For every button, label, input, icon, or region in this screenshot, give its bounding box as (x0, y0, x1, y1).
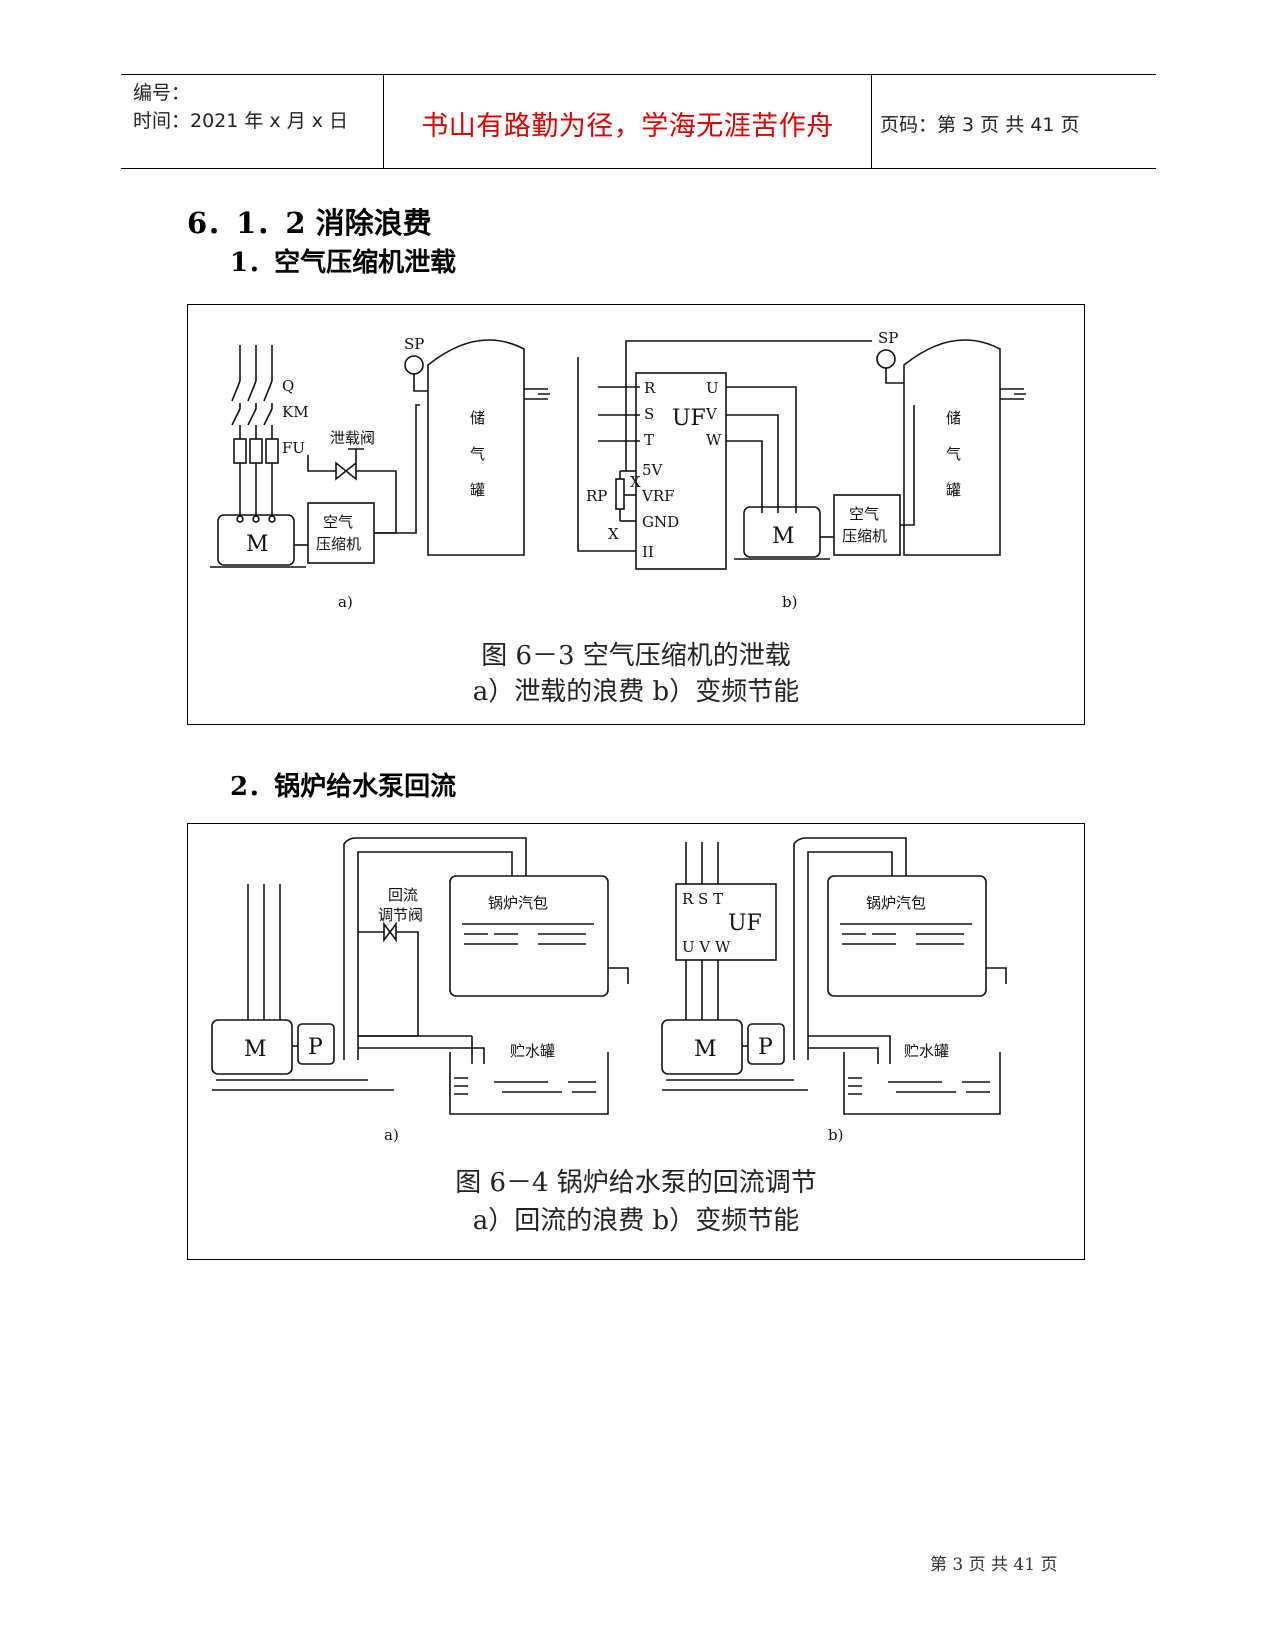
inverter-uf-b (675, 883, 777, 961)
header-divider (383, 74, 384, 168)
compressor-b-label-2: 压缩机 (842, 527, 887, 545)
tank-a-label-2: 气 (470, 445, 485, 463)
label-sp-a: SP (404, 335, 424, 353)
figure-6-3-caption-2: a）泄载的浪费 b）变频节能 (472, 677, 800, 707)
motor-a-label: M (244, 1037, 267, 1062)
terminal-t: T (644, 431, 654, 449)
subsection-title-1: 1．空气压缩机泄载 (230, 248, 457, 278)
subsection-title-2: 2．锅炉给水泵回流 (230, 772, 457, 802)
doc-time-label: 时间：2021 年 x 月 x 日 (133, 110, 349, 132)
uf-label-b: UF (728, 911, 762, 936)
figure-6-4-diagram: M P 回流 调节阀 锅炉汽包 贮水罐 a) R S T UF U V W M … (211, 837, 1007, 1144)
pump-b-label: P (758, 1035, 773, 1060)
water-tank-a (449, 1052, 609, 1115)
uf-output-labels: U V W (682, 938, 731, 956)
label-b: b) (782, 593, 797, 611)
compressor-a-label-1: 空气 (323, 513, 353, 531)
label-km: KM (282, 403, 309, 421)
motor-b (743, 506, 821, 558)
label-valve: 泄载阀 (330, 429, 375, 447)
pressure-switch-a (404, 355, 424, 375)
terminal-u: U (706, 379, 719, 397)
return-valve (383, 921, 397, 943)
section-title: 6．1．2 消除浪费 (187, 206, 432, 240)
terminal-w: W (706, 431, 722, 449)
figure-6-4-caption-2: a）回流的浪费 b）变频节能 (472, 1206, 800, 1236)
label-sp-b: SP (878, 329, 898, 347)
water-tank-b (843, 1052, 1001, 1115)
compressor-a-label-2: 压缩机 (316, 535, 361, 553)
label-rp: RP (586, 487, 607, 505)
terminal-5v: 5V (642, 461, 664, 479)
header-motto: 书山有路勤为径，学海无涯苦作舟 (421, 111, 834, 142)
label-q: Q (282, 377, 294, 395)
terminal-vrf: VRF (641, 487, 675, 505)
valve-label-1: 回流 (388, 886, 418, 904)
motor-b-label: M (694, 1037, 717, 1062)
tank-a-label-3: 罐 (470, 481, 485, 499)
figure-6-3: Q KM FU M 空气 压缩机 泄载阀 SP 储 气 罐 a) UF R (187, 304, 1085, 725)
tank-a-label-1: 储 (470, 409, 485, 427)
boiler-drum-a (449, 875, 609, 997)
motor-b-label: M (772, 524, 795, 549)
terminal-s: S (644, 405, 654, 423)
pump-a-label: P (308, 1035, 323, 1060)
valve-label-2: 调节阀 (378, 906, 423, 924)
doc-number-label: 编号： (133, 82, 191, 104)
page-footer: 第 3 页 共 41 页 (930, 1555, 1058, 1575)
boiler-drum-b-label: 锅炉汽包 (866, 894, 926, 912)
terminal-r: R (644, 379, 656, 397)
motor-b (661, 1019, 743, 1075)
figure-6-4: M P 回流 调节阀 锅炉汽包 贮水罐 a) R S T UF U V W M … (187, 823, 1085, 1260)
compressor-b-label-1: 空气 (849, 505, 879, 523)
tank-a (427, 339, 525, 556)
label-a: a) (384, 1126, 399, 1144)
water-tank-a-label: 贮水罐 (510, 1042, 555, 1060)
figure-6-3-caption-1: 图 6－3 空气压缩机的泄载 (481, 641, 791, 671)
motor-a-label: M (246, 532, 269, 557)
header-divider (871, 74, 872, 168)
pump-a (297, 1023, 335, 1065)
label-xt: X (630, 473, 641, 491)
tank-b-label-1: 储 (946, 409, 961, 427)
boiler-drum-b (827, 875, 987, 997)
uf-input-labels: R S T (682, 890, 723, 908)
potentiometer-rp (615, 478, 625, 510)
pressure-switch-b (876, 349, 896, 369)
motor-a (217, 514, 295, 566)
terminal-v: V (705, 405, 718, 423)
figure-6-4-caption-1: 图 6－4 锅炉给水泵的回流调节 (455, 1168, 817, 1198)
label-a: a) (338, 593, 353, 611)
uf-label: UF (672, 406, 706, 431)
header-page-label: 页码：第 3 页 共 41 页 (880, 114, 1080, 136)
figure-6-3-diagram: Q KM FU M 空气 压缩机 泄载阀 SP 储 气 罐 a) UF R (210, 329, 1026, 611)
pump-b (747, 1023, 785, 1065)
compressor-b (833, 494, 901, 556)
label-fu: FU (282, 439, 305, 457)
page-header (121, 74, 1156, 169)
label-b: b) (828, 1126, 843, 1144)
tank-b (903, 339, 1001, 556)
water-tank-b-label: 贮水罐 (904, 1042, 949, 1060)
power-lines-a (231, 345, 279, 515)
terminal-ii: II (642, 543, 654, 561)
boiler-drum-a-label: 锅炉汽包 (488, 894, 548, 912)
label-xf: X (608, 525, 619, 543)
compressor-a (307, 502, 375, 564)
tank-b-label-3: 罐 (946, 481, 961, 499)
motor-a (211, 1019, 293, 1075)
terminal-gnd: GND (642, 513, 679, 531)
tank-b-label-2: 气 (946, 445, 961, 463)
